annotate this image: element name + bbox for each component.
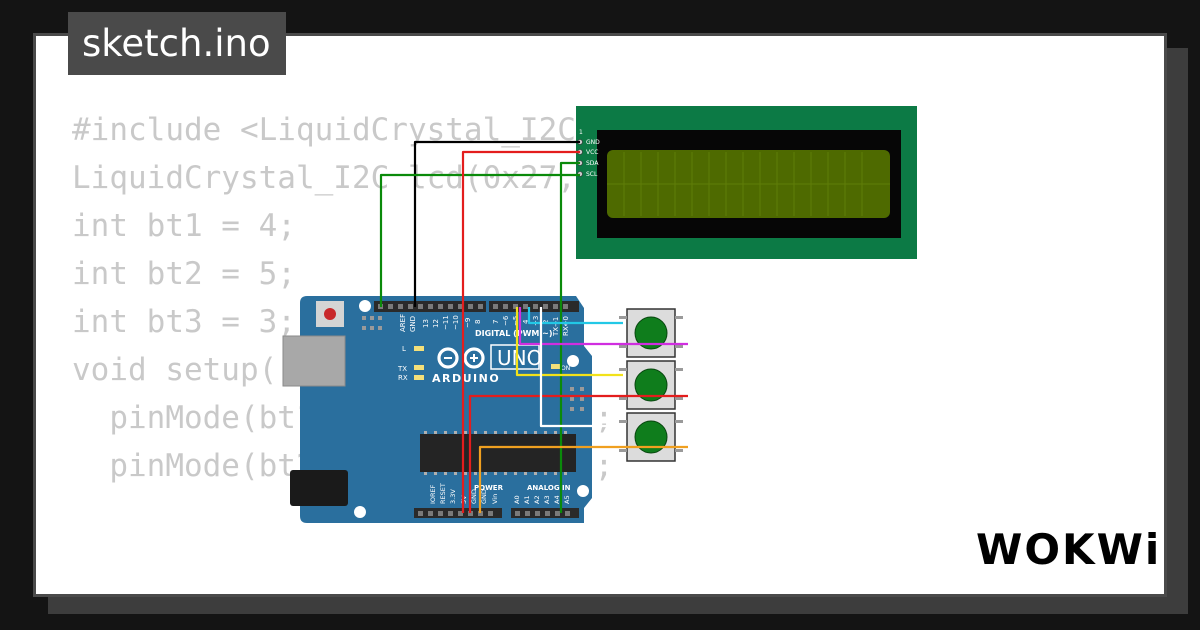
on-label: ON	[561, 365, 570, 372]
microcontroller-chip	[420, 434, 576, 472]
pin-label: AREF	[399, 314, 407, 332]
lcd-pin-label: GND	[586, 139, 600, 146]
pin-label: A4	[553, 495, 561, 504]
chip-pins	[424, 431, 567, 475]
board-brand: ARDUINO	[432, 372, 500, 385]
top-header-pins	[378, 304, 568, 309]
pin-label: 4	[522, 319, 530, 324]
wire-button-2[interactable]	[515, 307, 623, 377]
pin-label: 2	[542, 320, 550, 324]
pin-label: ~6	[502, 315, 510, 326]
wire-scl-lcd[interactable]	[379, 173, 580, 307]
pin-label: A3	[543, 495, 551, 504]
pin-label: A1	[523, 495, 531, 504]
button-cap[interactable]	[634, 368, 668, 402]
bottom-header-pins	[418, 511, 570, 516]
pin-label: Vin	[491, 494, 499, 504]
wire-button-3[interactable]	[539, 307, 623, 428]
lcd-character-grid	[607, 152, 890, 216]
reset-button[interactable]	[324, 308, 336, 320]
push-button-3[interactable]	[619, 412, 683, 462]
wire-gnd-buttons[interactable]	[478, 445, 688, 513]
lcd-pin-label: VCC	[586, 149, 598, 156]
pin-label: 8	[474, 320, 482, 324]
pin-label: 13	[422, 319, 430, 328]
pin-label: ~10	[452, 315, 460, 330]
pin-label: RESET	[439, 483, 447, 504]
mounting-hole	[359, 300, 371, 312]
lcd-pin-one: 1	[579, 129, 583, 136]
wokwi-logo: WOKWi	[976, 525, 1162, 574]
pin-label: GND	[470, 489, 478, 504]
led-label-l: L	[402, 345, 406, 353]
lcd-pin-label: SCL	[586, 171, 598, 178]
pin-label: 3.3V	[449, 489, 457, 504]
mounting-hole	[577, 485, 589, 497]
led-rx	[414, 375, 424, 380]
led-label-tx: TX	[397, 365, 407, 373]
led-l	[414, 346, 424, 351]
button-cap[interactable]	[634, 420, 668, 454]
wire-button-1[interactable]	[527, 307, 623, 325]
pin-label: A5	[563, 495, 571, 504]
usb-port	[282, 335, 346, 387]
wire-vcc-buttons[interactable]	[468, 394, 688, 513]
board-model: UNO	[497, 346, 542, 370]
pin-label: GND	[480, 489, 488, 504]
lcd-pin-label: SDA	[586, 160, 599, 167]
pin-label: ~9	[464, 318, 472, 328]
wire-gnd-lcd[interactable]	[413, 140, 580, 307]
pin-label: ~3	[532, 316, 540, 326]
power-label: POWER	[474, 484, 504, 492]
wire-vcc-lcd[interactable]	[461, 150, 580, 513]
mounting-hole	[354, 506, 366, 518]
pin-label: TX→1	[552, 317, 560, 337]
arduino-logo-symbols	[444, 354, 478, 362]
power-jack	[290, 470, 348, 506]
led-tx	[414, 365, 424, 370]
mounting-hole	[567, 355, 579, 367]
pin-label: 7	[492, 320, 500, 324]
icsp-header	[362, 316, 382, 330]
pin-label: GND	[409, 316, 417, 332]
code-line: int bt1 = 4;	[72, 208, 296, 244]
pin-label: ~11	[442, 315, 450, 330]
led-on	[551, 364, 560, 369]
lcd-module: 1 GND VCC SDA SCL	[576, 106, 917, 259]
code-line: int bt3 = 3;	[72, 304, 296, 340]
pin-label: RX←0	[562, 316, 570, 336]
pin-label: A2	[533, 495, 541, 504]
button-cap[interactable]	[634, 316, 668, 350]
file-tab[interactable]: sketch.ino	[68, 12, 286, 75]
analog-label: ANALOG IN	[527, 484, 571, 492]
pin-label: 12	[432, 319, 440, 328]
arduino-uno-board: AREF GND 13 12 ~11 ~10 ~9 8 7 ~6 ~5 4 ~3…	[282, 296, 592, 523]
wire-button-magenta[interactable]	[518, 307, 688, 346]
pin-label: IOREF	[429, 484, 437, 504]
pin-label: A0	[513, 495, 521, 504]
wires	[379, 140, 688, 513]
push-button-2[interactable]	[619, 360, 683, 410]
arduino-logo-icon	[437, 347, 485, 369]
uno-badge	[490, 344, 540, 370]
digital-label: DIGITAL (PWM ~)	[475, 329, 553, 338]
push-button-1[interactable]	[619, 308, 683, 358]
icsp-header-2	[570, 387, 584, 411]
code-line: int bt2 = 5;	[72, 256, 296, 292]
led-label-rx: RX	[398, 374, 408, 382]
